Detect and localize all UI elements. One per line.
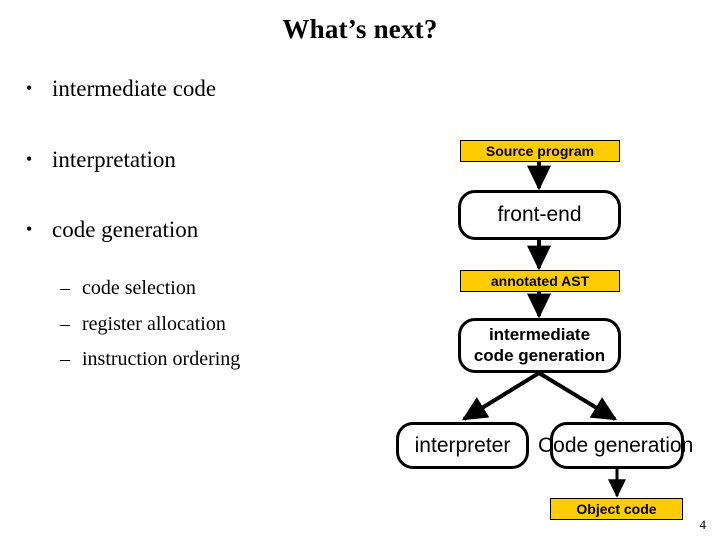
sub-list-item: – code selection [60, 277, 360, 301]
sub-list-item: – register allocation [60, 313, 360, 337]
dash-marker-icon: – [60, 277, 70, 299]
bullet-marker-icon: • [26, 219, 33, 240]
diagram-node-label: Code generation [538, 433, 694, 457]
bullet-marker-icon: • [26, 78, 33, 98]
diagram-node-label-line2: code generation [473, 345, 606, 365]
arrow-intermediate-to-code-generation [537, 371, 618, 421]
sub-list-item-label: code selection [82, 277, 196, 299]
diagram-node-label: front-end [497, 203, 582, 226]
diagram-node-label: interpreter [414, 433, 511, 457]
page-title: What’s next? [282, 14, 438, 44]
diagram-node-object-code: Object code [550, 498, 683, 520]
sub-list-item-label: instruction ordering [82, 348, 241, 371]
dash-marker-icon: – [60, 312, 70, 335]
diagram-node-label: Source program [485, 143, 595, 159]
sub-list-item: – instruction ordering [60, 348, 360, 372]
bullet-marker-icon: • [26, 148, 33, 169]
diagram-node-label: annotated AST [490, 273, 590, 289]
diagram-node-interpreter: interpreter [396, 422, 529, 469]
list-item: • interpretation [26, 147, 356, 174]
arrow-intermediate-to-interpreter [461, 371, 541, 421]
list-item: • intermediate code [26, 76, 356, 103]
diagram-node-label: Object code [576, 501, 657, 517]
list-item-label: code generation [52, 217, 199, 243]
diagram-node-front-end: front-end [458, 190, 621, 240]
bullet-list: • intermediate code • interpretation • c… [26, 76, 356, 244]
diagram-node-label-line1: intermediate [488, 325, 591, 345]
diagram-node-code-generation: Code generation [538, 422, 693, 469]
list-item-label: intermediate code [52, 76, 217, 101]
page-number: 4 [699, 517, 707, 532]
sub-list-item-label: register allocation [82, 312, 226, 335]
diagram-node-intermediate-code-generation: intermediate code generation [458, 318, 621, 373]
sub-bullet-list: – code selection – register allocation –… [60, 277, 360, 372]
list-item-label: interpretation [52, 146, 176, 172]
diagram-node-source-program: Source program [460, 140, 620, 162]
dash-marker-icon: – [60, 348, 70, 371]
diagram-node-annotated-ast: annotated AST [460, 270, 620, 292]
list-item: • code generation [26, 217, 356, 244]
